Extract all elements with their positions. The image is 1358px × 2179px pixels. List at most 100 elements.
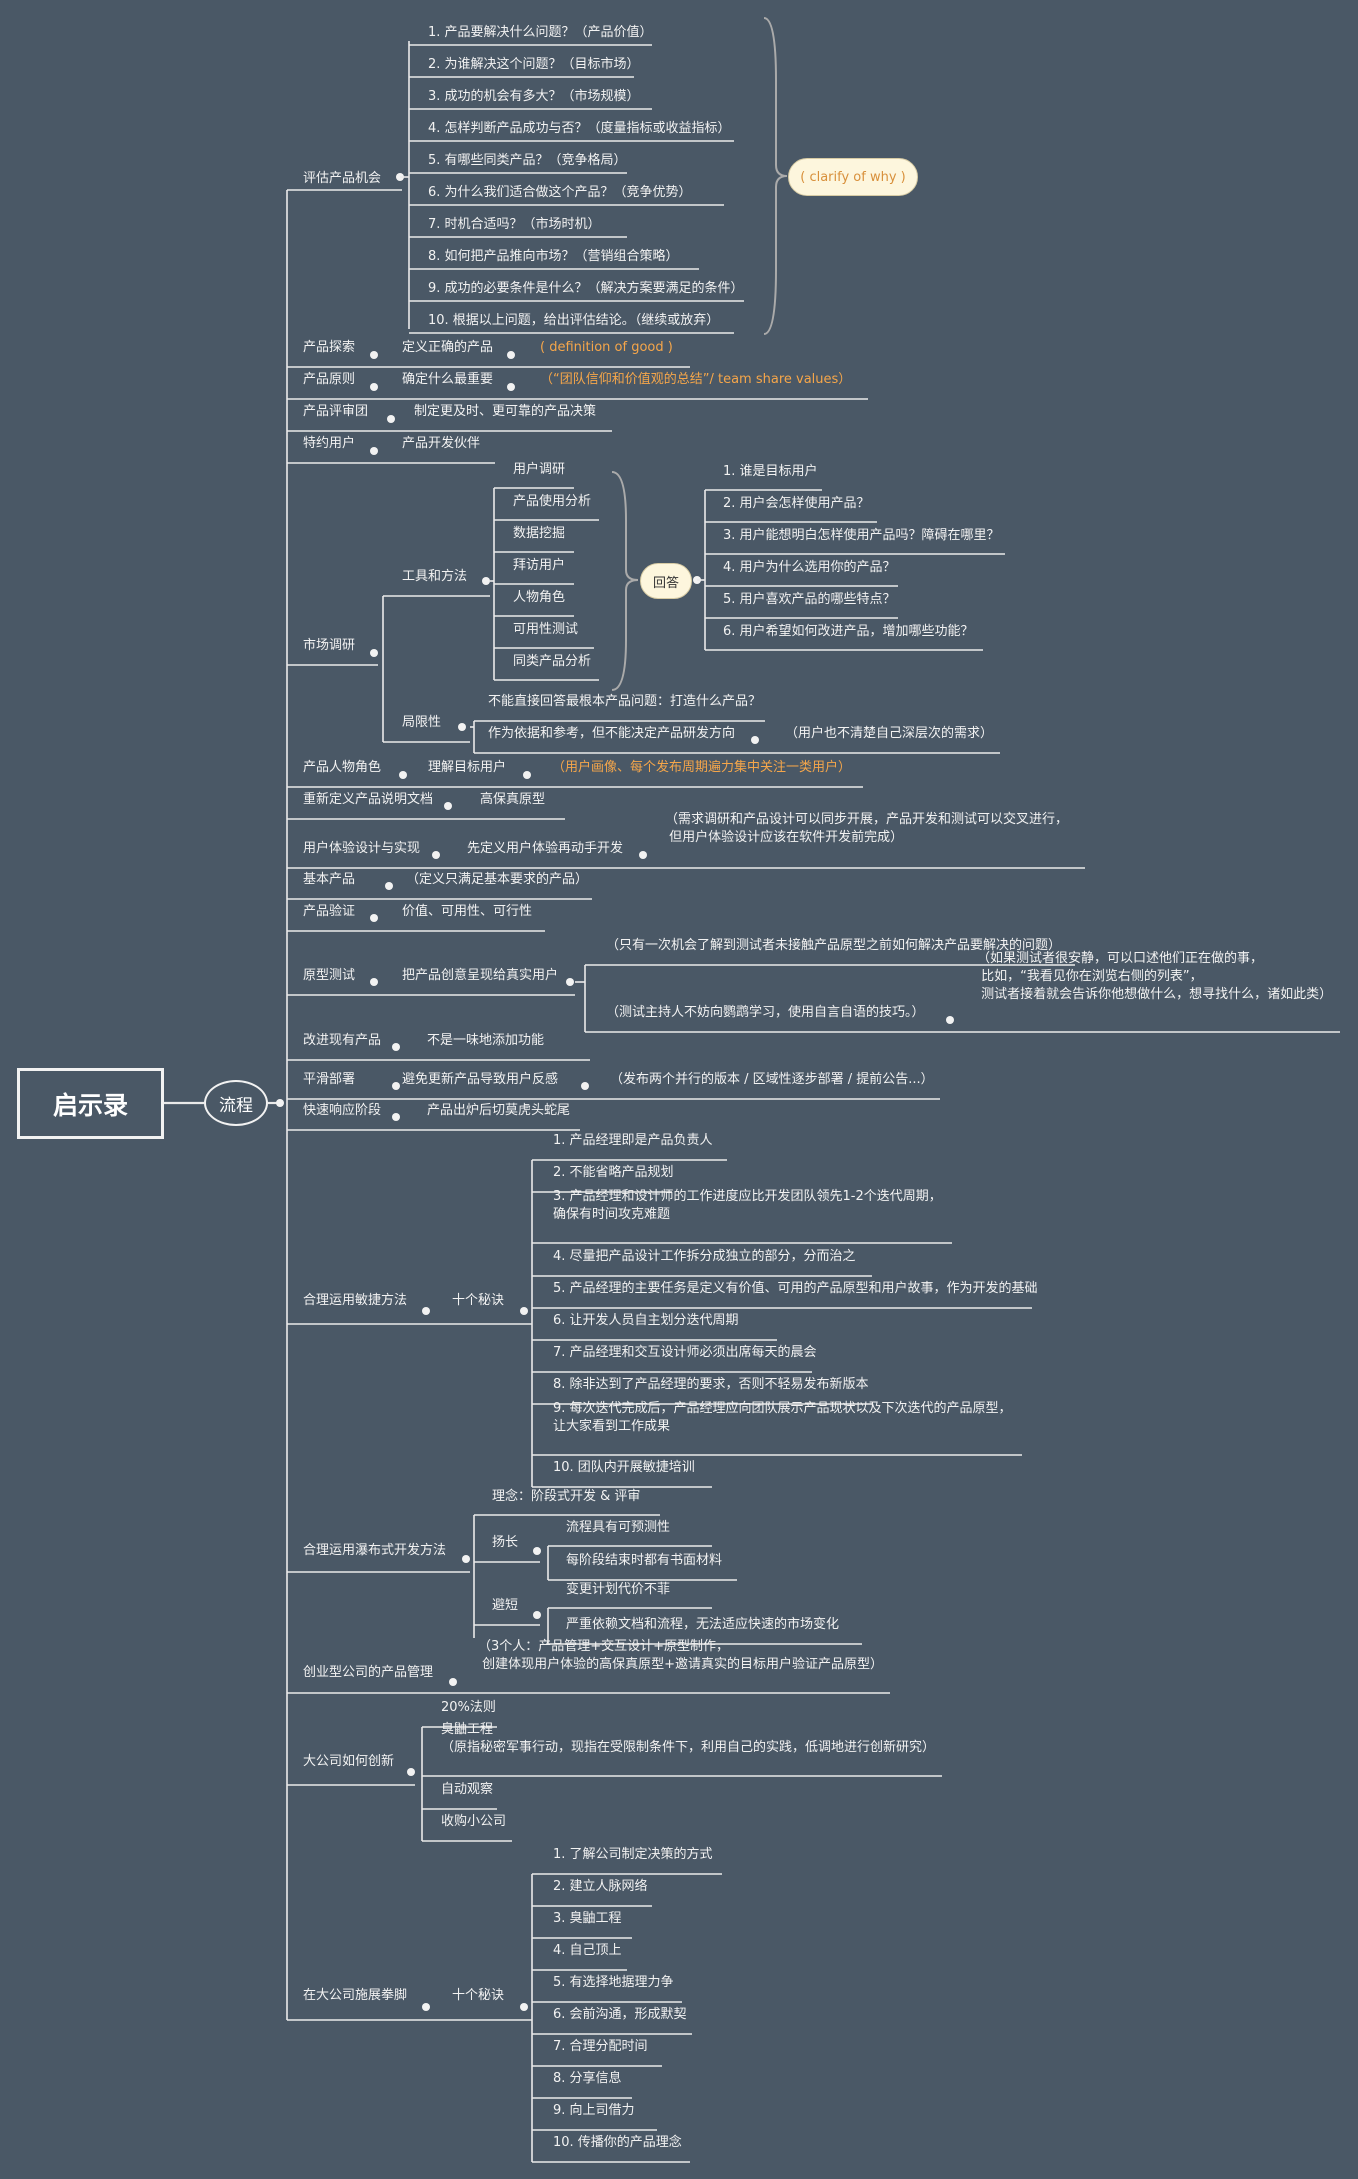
waterfall-pros[interactable]: 扬长: [492, 1535, 519, 1550]
branch-startup-product[interactable]: 创业型公司的产品管理: [303, 1665, 434, 1680]
agile-secret-7[interactable]: 7. 产品经理和交互设计师必须出席每天的晨会: [553, 1345, 817, 1360]
research-answer-5[interactable]: 5. 用户喜欢产品的哪些特点？: [723, 592, 896, 607]
branch-product-persona[interactable]: 产品人物角色: [303, 760, 382, 775]
research-answer-6[interactable]: 6. 用户希望如何改进产品，增加哪些功能？: [723, 624, 974, 639]
innovation-item-1[interactable]: 20%法则: [441, 1700, 496, 1715]
product-persona-child[interactable]: 理解目标用户: [428, 760, 507, 775]
research-tool-4[interactable]: 拜访用户: [513, 558, 566, 573]
branch-product-council[interactable]: 产品评审团: [303, 404, 369, 419]
branch-prototype-test[interactable]: 原型测试: [303, 968, 356, 983]
research-tool-2[interactable]: 产品使用分析: [513, 494, 592, 509]
research-answer-2[interactable]: 2. 用户会怎样使用产品？: [723, 496, 870, 511]
big-company-secret-9[interactable]: 9. 向上司借力: [553, 2103, 635, 2118]
ux-design-child[interactable]: 先定义用户体验再动手开发: [467, 841, 624, 856]
eval-item-9[interactable]: 9. 成功的必要条件是什么？（解决方案要满足的条件）: [428, 281, 744, 296]
prototype-test-note-1[interactable]: （只有一次机会了解到测试者未接触产品原型之前如何解决产品要解决的问题）: [606, 938, 1062, 953]
research-answer-4[interactable]: 4. 用户为什么选用你的产品？: [723, 560, 896, 575]
big-company-secret-4[interactable]: 4. 自己顶上: [553, 1943, 622, 1958]
agile-secret-10[interactable]: 10. 团队内开展敏捷培训: [553, 1460, 695, 1475]
eval-item-1[interactable]: 1. 产品要解决什么问题？（产品价值）: [428, 25, 653, 40]
improve-product-child[interactable]: 不是一味地添加功能: [427, 1033, 545, 1048]
waterfall-con-1[interactable]: 变更计划代价不菲: [566, 1582, 671, 1597]
branch-charter-users[interactable]: 特约用户: [303, 436, 356, 451]
product-principles-note[interactable]: （“团队信仰和价值观的总结”/ team share values）: [540, 372, 852, 387]
big-company-secret-1[interactable]: 1. 了解公司制定决策的方式: [553, 1847, 713, 1862]
research-tool-6[interactable]: 可用性测试: [513, 622, 579, 637]
big-company-secret-5[interactable]: 5. 有选择地据理力争: [553, 1975, 674, 1990]
branch-product-explore[interactable]: 产品探索: [303, 340, 356, 355]
clarify-why-bubble[interactable]: ( clarify of why ): [788, 158, 918, 196]
big-company-secret-3[interactable]: 3. 臭鼬工程: [553, 1911, 622, 1926]
ux-design-note[interactable]: （需求调研和产品设计可以同步开展，产品开发和测试可以交叉进行， 但用户体验设计应…: [665, 812, 1069, 845]
product-council-child[interactable]: 制定更及时、更可靠的产品决策: [414, 404, 597, 419]
eval-item-6[interactable]: 6. 为什么我们适合做这个产品？（竞争优势）: [428, 185, 692, 200]
waterfall-cons[interactable]: 避短: [492, 1598, 519, 1613]
research-tool-5[interactable]: 人物角色: [513, 590, 566, 605]
waterfall-pro-1[interactable]: 流程具有可预测性: [566, 1520, 671, 1535]
flow-node[interactable]: 流程: [204, 1080, 268, 1126]
startup-product-note[interactable]: （3个人：产品管理+交互设计+原型制作， 创建体现用户体验的高保真原型+邀请真实…: [478, 1639, 884, 1672]
branch-redefine-spec[interactable]: 重新定义产品说明文档: [303, 792, 434, 807]
product-explore-note[interactable]: ( definition of good ): [540, 340, 673, 355]
big-company-secret-8[interactable]: 8. 分享信息: [553, 2071, 622, 2086]
agile-secret-8[interactable]: 8. 除非达到了产品经理的要求，否则不轻易发布新版本: [553, 1377, 869, 1392]
product-persona-note[interactable]: （用户画像、每个发布周期遍力集中关注一类用户）: [552, 760, 852, 775]
branch-agile-method[interactable]: 合理运用敏捷方法: [303, 1293, 408, 1308]
waterfall-concept[interactable]: 理念：阶段式开发 & 评审: [492, 1489, 641, 1504]
agile-secret-4[interactable]: 4. 尽量把产品设计工作拆分成独立的部分，分而治之: [553, 1249, 856, 1264]
agile-secret-9[interactable]: 9. 每次迭代完成后，产品经理应向团队展示产品现状以及下次迭代的产品原型， 让大…: [553, 1401, 1012, 1434]
big-company-secrets[interactable]: 十个秘诀: [452, 1988, 505, 2003]
research-tool-7[interactable]: 同类产品分析: [513, 654, 592, 669]
agile-method-child[interactable]: 十个秘诀: [452, 1293, 505, 1308]
branch-big-company-success[interactable]: 在大公司施展拳脚: [303, 1988, 408, 2003]
big-company-secret-10[interactable]: 10. 传播你的产品理念: [553, 2135, 682, 2150]
research-tool-1[interactable]: 用户调研: [513, 462, 566, 477]
eval-item-7[interactable]: 7. 时机合适吗？（市场时机）: [428, 217, 601, 232]
big-company-secret-7[interactable]: 7. 合理分配时间: [553, 2039, 648, 2054]
branch-eval-product-opportunity[interactable]: 评估产品机会: [303, 171, 382, 186]
market-research-limits[interactable]: 局限性: [402, 715, 442, 730]
research-limit-2[interactable]: 作为依据和参考，但不能决定产品研发方向: [488, 726, 736, 741]
innovation-item-3[interactable]: 自动观察: [441, 1782, 494, 1797]
innovation-item-2[interactable]: 臭鼬工程 （原指秘密军事行动，现指在受限制条件下，利用自己的实践，低调地进行创新…: [441, 1722, 936, 1755]
branch-product-validation[interactable]: 产品验证: [303, 904, 356, 919]
smooth-deploy-note[interactable]: （发布两个并行的版本 / 区域性逐步部署 / 提前公告...）: [610, 1072, 934, 1087]
redefine-spec-child[interactable]: 高保真原型: [480, 792, 546, 807]
innovation-item-4[interactable]: 收购小公司: [441, 1814, 507, 1829]
agile-secret-1[interactable]: 1. 产品经理即是产品负责人: [553, 1133, 713, 1148]
agile-secret-6[interactable]: 6. 让开发人员自主划分迭代周期: [553, 1313, 739, 1328]
waterfall-con-2[interactable]: 严重依赖文档和流程，无法适应快速的市场变化: [566, 1617, 840, 1632]
product-validation-child[interactable]: 价值、可用性、可行性: [402, 904, 533, 919]
research-limit-2-note[interactable]: （用户也不清楚自己深层次的需求）: [785, 726, 994, 741]
rapid-response-child[interactable]: 产品出炉后切莫虎头蛇尾: [427, 1103, 571, 1118]
branch-ux-design[interactable]: 用户体验设计与实现: [303, 841, 421, 856]
eval-item-10[interactable]: 10. 根据以上问题，给出评估结论。（继续或放弃）: [428, 313, 720, 328]
eval-item-4[interactable]: 4. 怎样判断产品成功与否？（度量指标或收益指标）: [428, 121, 731, 136]
minimal-product-child[interactable]: （定义只满足基本要求的产品）: [406, 872, 589, 887]
waterfall-pro-2[interactable]: 每阶段结束时都有书面材料: [566, 1553, 723, 1568]
agile-secret-5[interactable]: 5. 产品经理的主要任务是定义有价值、可用的产品原型和用户故事，作为开发的基础: [553, 1281, 1038, 1296]
prototype-test-child[interactable]: 把产品创意呈现给真实用户: [402, 968, 559, 983]
branch-smooth-deploy[interactable]: 平滑部署: [303, 1072, 356, 1087]
eval-item-5[interactable]: 5. 有哪些同类产品？（竞争格局）: [428, 153, 627, 168]
research-answer-3[interactable]: 3. 用户能想明白怎样使用产品吗？障碍在哪里？: [723, 528, 1000, 543]
research-limit-1[interactable]: 不能直接回答最根本产品问题：打造什么产品？: [488, 694, 762, 709]
agile-secret-2[interactable]: 2. 不能省略产品规划: [553, 1165, 674, 1180]
branch-rapid-response[interactable]: 快速响应阶段: [303, 1103, 382, 1118]
branch-improve-product[interactable]: 改进现有产品: [303, 1033, 382, 1048]
product-principles-child[interactable]: 确定什么最重要: [402, 372, 494, 387]
charter-users-child[interactable]: 产品开发伙伴: [402, 436, 481, 451]
agile-secret-3[interactable]: 3. 产品经理和设计师的工作进度应比开发团队领先1-2个迭代周期， 确保有时间攻…: [553, 1189, 942, 1222]
big-company-secret-2[interactable]: 2. 建立人脉网络: [553, 1879, 648, 1894]
root-node[interactable]: 启示录: [17, 1068, 164, 1139]
eval-item-3[interactable]: 3. 成功的机会有多大？（市场规模）: [428, 89, 640, 104]
big-company-secret-6[interactable]: 6. 会前沟通，形成默契: [553, 2007, 687, 2022]
research-answer-1[interactable]: 1. 谁是目标用户: [723, 464, 818, 479]
branch-minimal-product[interactable]: 基本产品: [303, 872, 356, 887]
product-explore-child[interactable]: 定义正确的产品: [402, 340, 494, 355]
branch-product-principles[interactable]: 产品原则: [303, 372, 356, 387]
eval-item-8[interactable]: 8. 如何把产品推向市场？（营销组合策略）: [428, 249, 679, 264]
prototype-test-note-2[interactable]: （测试主持人不妨向鹦鹉学习，使用自言自语的技巧。）: [606, 1005, 925, 1020]
branch-big-company-innovation[interactable]: 大公司如何创新: [303, 1754, 395, 1769]
eval-item-2[interactable]: 2. 为谁解决这个问题？（目标市场）: [428, 57, 640, 72]
